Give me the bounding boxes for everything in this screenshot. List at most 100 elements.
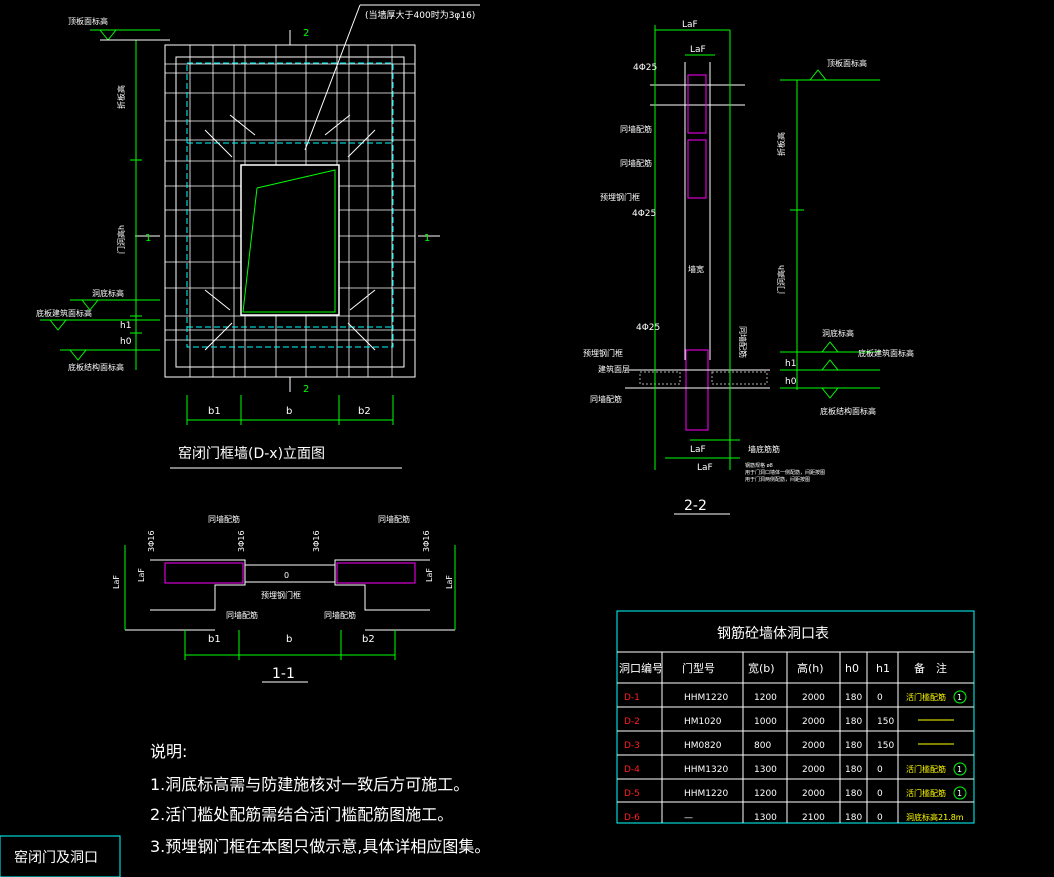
note-item-2: 2.活门槛处配筋需结合活门槛配筋图施工。 bbox=[150, 805, 453, 824]
s11-dims bbox=[184, 630, 396, 660]
label-h0: h0 bbox=[120, 337, 132, 347]
s11-rebar-bl: 同墙配筋 bbox=[226, 610, 258, 620]
cell-type: — bbox=[684, 813, 693, 823]
s22-note-2: 用于门洞两侧配筋，间距按图 bbox=[745, 476, 810, 483]
s22-note-0: 钢筋规格 ø8 bbox=[745, 462, 773, 469]
s11-laf-l1: LaF bbox=[112, 575, 121, 589]
elevation-view bbox=[135, 4, 480, 392]
s11-rebar-left: 同墙配筋 bbox=[208, 514, 240, 524]
s22-bars-mid: 4Φ25 bbox=[632, 209, 656, 219]
door-opening bbox=[240, 164, 340, 316]
cell-h0: 180 bbox=[845, 789, 862, 799]
cell-type: HHM1220 bbox=[684, 789, 728, 799]
corner-label: 窑闭门及洞口 bbox=[14, 849, 98, 866]
cell-b: 1200 bbox=[754, 693, 777, 703]
s11-zero: 0 bbox=[284, 571, 289, 580]
s22-slab-h: 折板高 bbox=[776, 132, 786, 156]
section-mark-top: 2 bbox=[303, 28, 309, 39]
note-item-1: 1.洞底标高需与防建施核对一致后方可施工。 bbox=[150, 775, 469, 794]
s22-note-1: 用于门洞口墙体一侧配筋，间距按图 bbox=[745, 469, 825, 476]
section-2-2 bbox=[625, 25, 770, 470]
notes-heading: 说明: bbox=[150, 742, 187, 761]
s22-laf-bot1: LaF bbox=[690, 445, 706, 455]
s22-wall-rebar2: 同墙配筋 bbox=[620, 158, 652, 168]
th-h0: h0 bbox=[845, 662, 859, 675]
dim-b2: b2 bbox=[358, 406, 371, 417]
cell-h: 2000 bbox=[802, 693, 825, 703]
cell-id: D-4 bbox=[624, 765, 640, 775]
cell-h0: 180 bbox=[845, 813, 862, 823]
note-item-3: 3.预埋钢门框在本图只做示意,具体详相应图集。 bbox=[150, 837, 490, 856]
door-leaf bbox=[242, 169, 336, 313]
corner-label-box bbox=[0, 835, 121, 877]
s22-h1: h1 bbox=[785, 359, 796, 369]
s22-floor-finish: 底板建筑面标高 bbox=[858, 348, 914, 358]
elevation-dims bbox=[186, 395, 394, 425]
cell-id: D-1 bbox=[624, 693, 640, 703]
label-hole-bottom: 洞底标高 bbox=[92, 288, 124, 298]
cell-b: 1300 bbox=[754, 765, 777, 775]
th-h1: h1 bbox=[876, 662, 890, 675]
cell-b: 1000 bbox=[754, 717, 777, 727]
wall-inner bbox=[175, 56, 405, 368]
s11-bar-l: 3Φ16 bbox=[147, 530, 156, 552]
cell-type: HHM1320 bbox=[684, 765, 728, 775]
label-floor-finish: 底板建筑面标高 bbox=[36, 308, 92, 318]
diagonal-bars bbox=[204, 114, 376, 351]
cell-id: D-5 bbox=[624, 789, 640, 799]
s22-struct-level: 底板结构面标高 bbox=[820, 406, 876, 416]
s22-bars-top: 4Φ25 bbox=[633, 63, 657, 73]
s11-dim-b: b bbox=[286, 634, 292, 645]
left-levels bbox=[40, 29, 170, 370]
cell-note: 活门槛配筋 bbox=[906, 764, 946, 774]
cell-id: D-3 bbox=[624, 741, 640, 751]
s11-bar-mr: 3Φ16 bbox=[312, 530, 321, 552]
label-top-level: 顶板面标高 bbox=[68, 16, 108, 26]
cell-h1: 150 bbox=[877, 741, 894, 751]
s11-title: 1-1 bbox=[272, 666, 295, 682]
cell-note: 洞底标高21.8m bbox=[906, 812, 964, 822]
s11-rebar-br: 同墙配筋 bbox=[324, 610, 356, 620]
cell-h1: 0 bbox=[877, 789, 883, 799]
section-mark-bottom: 2 bbox=[303, 384, 309, 395]
s11-bar-r: 3Φ16 bbox=[422, 530, 431, 552]
s22-laf-bot2: LaF bbox=[697, 463, 713, 473]
s22-hole-bottom: 洞底标高 bbox=[822, 328, 854, 338]
s11-dim-b2: b2 bbox=[362, 634, 375, 645]
s22-laf-top: LaF bbox=[682, 20, 698, 30]
s22-bottom-bar: 墙底筋筋 bbox=[748, 444, 780, 454]
cell-h1: 0 bbox=[877, 813, 883, 823]
th-height: 高(h) bbox=[797, 661, 824, 675]
cell-h0: 180 bbox=[845, 741, 862, 751]
cell-h1: 150 bbox=[877, 717, 894, 727]
cell-h: 2000 bbox=[802, 741, 825, 751]
cell-h0: 180 bbox=[845, 693, 862, 703]
s22-wall-rebar1: 同墙配筋 bbox=[620, 124, 652, 134]
th-note: 备 注 bbox=[914, 661, 947, 675]
detail-circle-icon bbox=[953, 786, 967, 800]
s22-h0: h0 bbox=[785, 377, 797, 387]
s22-top-level: 顶板面标高 bbox=[827, 58, 867, 68]
label-struct-level: 底板结构面标高 bbox=[68, 362, 124, 372]
s11-laf-r2: LaF bbox=[445, 575, 454, 589]
cell-note: 活门槛配筋 bbox=[906, 788, 946, 798]
cell-note: 活门槛配筋 bbox=[906, 692, 946, 702]
cell-h: 2000 bbox=[802, 765, 825, 775]
s22-wall-thk: 墙宽 bbox=[688, 264, 704, 274]
cell-b: 800 bbox=[754, 741, 771, 751]
s22-bars-bot: 4Φ25 bbox=[636, 323, 660, 333]
s22-right-rebar: 同墙配筋 bbox=[738, 326, 748, 358]
cell-id: D-2 bbox=[624, 717, 640, 727]
cell-h0: 180 bbox=[845, 765, 862, 775]
cell-b: 1200 bbox=[754, 789, 777, 799]
dim-b1: b1 bbox=[208, 406, 221, 417]
cell-id: D-6 bbox=[624, 813, 640, 823]
s11-bar-ml: 3Φ16 bbox=[237, 530, 246, 552]
